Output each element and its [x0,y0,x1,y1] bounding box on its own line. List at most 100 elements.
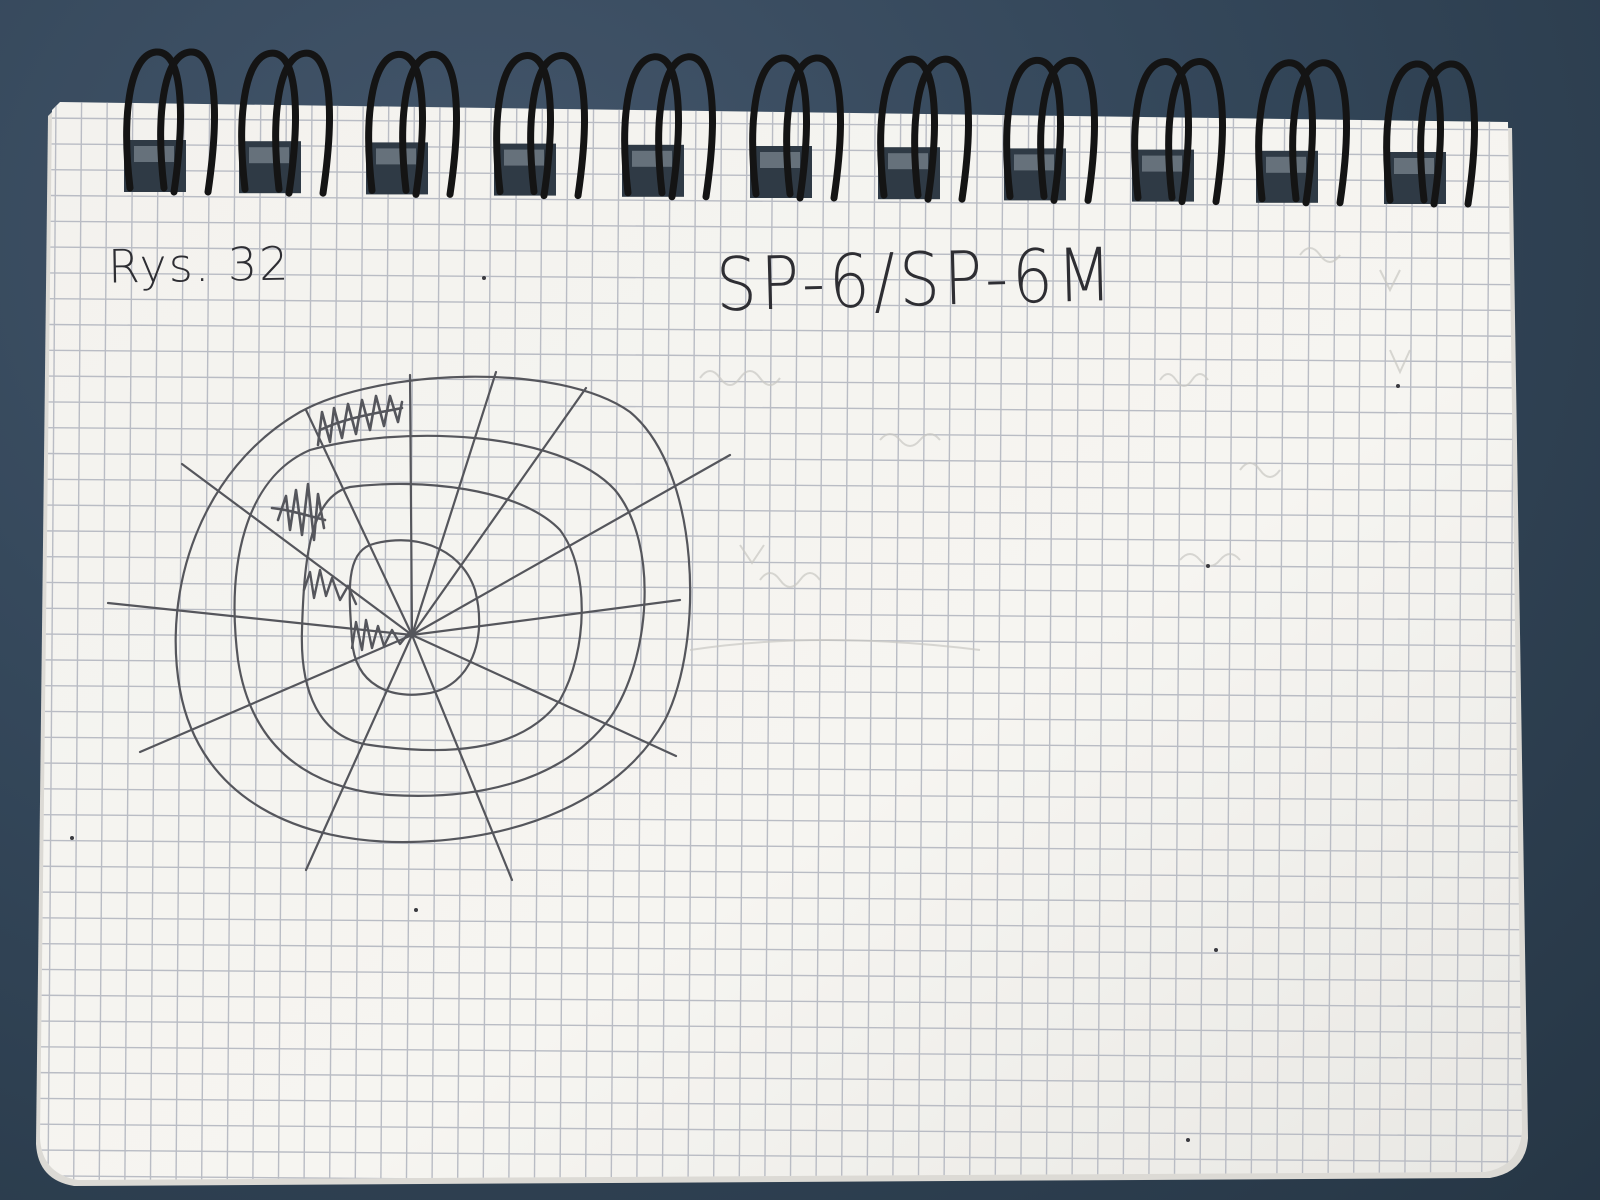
coil-loop [272,49,333,197]
binding-hole-shine [249,147,289,164]
grid-line-horizontal [40,968,1522,983]
pencil-dots [70,276,1400,1142]
grid-line-vertical [943,102,953,1180]
binding-hole-shine [760,152,800,168]
radial-line [408,373,414,637]
grid-line-vertical [815,102,825,1180]
binding-hole-shine [1266,156,1306,173]
binding-hole-shine [504,149,544,166]
grid-line-horizontal [40,246,1522,260]
grid-line-vertical [354,102,364,1180]
grid-line-horizontal [40,194,1522,209]
grid-line-horizontal [40,530,1522,544]
grid-line-horizontal [40,1097,1522,1112]
second-ring [233,434,646,797]
grid-line-vertical [200,102,211,1180]
grid-line-horizontal [40,891,1522,905]
radial-line [106,601,414,637]
coil-loop [1131,58,1192,206]
grid-line-vertical [508,102,518,1180]
grid-line-horizontal [40,401,1522,415]
scribble-third [302,568,358,606]
grid-line-horizontal [40,1149,1522,1163]
binding-hole-shine [1142,155,1182,172]
grid-line-vertical [764,102,774,1180]
coil-loop [238,49,299,197]
grid-line-vertical [1250,102,1260,1180]
radial-line [180,462,414,637]
coil-loop [1289,59,1350,207]
grid-line-horizontal [40,1071,1522,1086]
grid-line-vertical [456,102,467,1180]
grid-line-vertical [226,102,236,1180]
ghost-writing [689,247,1411,651]
binding-hole-shine [632,150,672,167]
scribble-inner [350,618,410,652]
coil-loop [157,48,218,196]
grid-line-horizontal [40,426,1522,441]
radial-line [304,633,414,872]
grid-line-vertical [968,102,979,1180]
grid-line-vertical [584,102,595,1180]
grid-line-horizontal [40,272,1522,286]
grid-line-horizontal [40,117,1522,131]
grid-line-horizontal [40,865,1522,879]
grid-line-vertical [124,102,134,1180]
grid-line-horizontal [40,607,1522,621]
binding-hole-shine [888,153,928,170]
grid-line-vertical [866,102,876,1180]
grid-line-vertical [175,102,185,1180]
grid-line-vertical [1276,102,1286,1180]
grid-line-vertical [1224,102,1235,1180]
grid-line-vertical [789,102,800,1180]
scribble-outer [316,394,404,447]
grid-line-horizontal [40,1020,1522,1034]
coil-loop [655,53,716,201]
grid-line-horizontal [40,581,1522,596]
radial-line [410,386,588,637]
grid-line-vertical [994,102,1004,1180]
grid-line-vertical [482,102,492,1180]
grid-line-vertical [47,102,57,1180]
grid-line-horizontal [40,762,1522,776]
grid-line-horizontal [40,736,1522,750]
inner-ring [348,539,481,696]
binding-hole-shine [376,148,416,165]
grid-line-vertical [892,102,902,1180]
grid-line-horizontal [40,917,1522,931]
coil-loop [527,52,588,200]
grid-line-horizontal [40,788,1522,802]
radial-line [410,598,682,637]
grid-line-vertical [840,102,851,1180]
grid-line-vertical [533,102,544,1180]
coil-loop [1037,56,1098,204]
binding-hole-shine [1394,158,1434,174]
coil-loop [621,53,682,201]
grid-line-vertical [72,102,83,1180]
grid-line-horizontal [40,504,1522,518]
grid-line-vertical [303,102,313,1180]
coil-loop [123,48,184,196]
coil-loop [1417,60,1478,208]
grid-line-horizontal [40,452,1522,467]
grid-line-vertical [636,102,646,1180]
grid-line-vertical [328,102,339,1180]
grid-line-horizontal [40,942,1522,957]
grid-line-horizontal [40,323,1522,338]
grid-line-horizontal [40,813,1522,828]
radial-line [410,370,498,637]
coil-loop [1165,58,1226,206]
grid-line-vertical [1020,102,1030,1180]
grid-line-vertical [559,102,569,1180]
coil-loop [877,55,938,203]
grid-line-vertical [98,102,108,1180]
grid-line-horizontal [40,1175,1522,1180]
spiral-binding [123,48,1478,208]
coil-loop [399,50,460,198]
grid-line-horizontal [40,349,1522,363]
coil-loop [365,50,426,198]
grid-line-vertical [405,102,416,1180]
grid-line-horizontal [40,297,1522,312]
coil-loop [749,54,810,202]
